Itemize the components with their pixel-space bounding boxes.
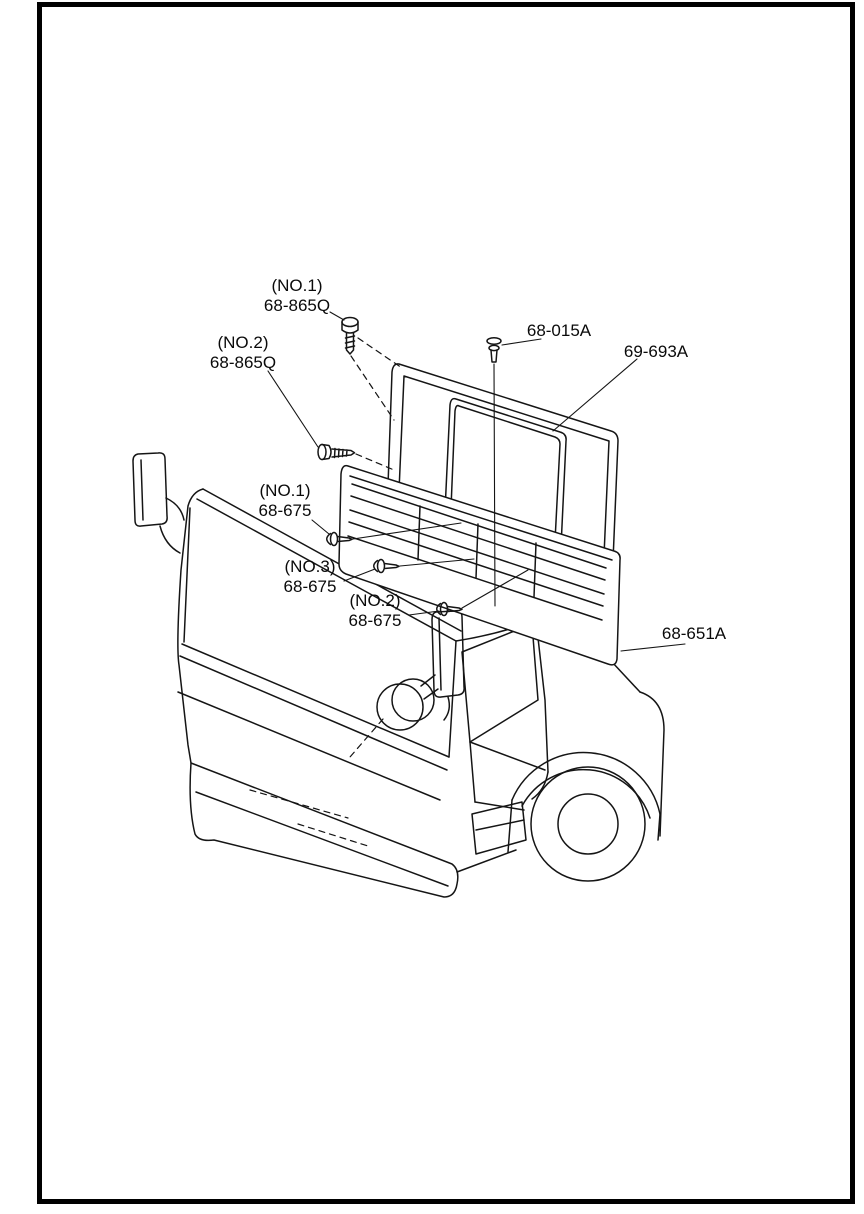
part-note: (NO.1) <box>271 276 323 295</box>
part-number: 68-675 <box>348 611 402 630</box>
leader-68-675-no1 <box>311 519 330 535</box>
insertion-line-68-015A <box>493 363 496 607</box>
part-label-68-675-no2: (NO.2) 68-675 <box>349 591 402 631</box>
part-note: (NO.1) <box>259 481 311 500</box>
left-mirror-drawing <box>132 452 185 554</box>
mount-line-68-675-no1 <box>352 522 462 540</box>
clip-icon <box>486 337 502 363</box>
leader-68-675-no3 <box>343 568 376 582</box>
part-number: 68-865Q <box>209 353 277 372</box>
part-note: (NO.2) <box>217 333 269 352</box>
part-number: 69-693A <box>623 342 689 361</box>
leader-68-015A <box>501 338 542 346</box>
part-label-68-015A: 68-015A <box>527 321 591 341</box>
mount-line-68-675-no3 <box>399 558 475 567</box>
mount-line-68-675-no2 <box>461 569 529 609</box>
part-number: 68-675 <box>283 577 337 596</box>
part-label-68-865Q-no1: (NO.1) 68-865Q <box>264 276 330 316</box>
screw-icon <box>317 443 356 461</box>
part-number: 68-015A <box>526 321 592 340</box>
part-note: (NO.3) <box>284 557 336 576</box>
clip-icon <box>326 531 353 547</box>
mount-line-68-865Q-no2 <box>355 453 395 471</box>
part-label-68-865Q-no2: (NO.2) 68-865Q <box>210 333 276 373</box>
vent-panel-drawing <box>338 464 621 666</box>
part-label-68-675-no3: (NO.3) 68-675 <box>284 557 337 597</box>
leader-68-865Q-no2 <box>267 370 319 448</box>
part-label-69-693A: 69-693A <box>624 342 688 362</box>
part-label-68-675-no1: (NO.1) 68-675 <box>259 481 312 521</box>
leader-68-865Q-no1 <box>329 311 345 321</box>
mount-line-68-865Q-no1b <box>350 355 395 421</box>
part-label-68-651A: 68-651A <box>662 624 726 644</box>
wheel-drawing <box>507 751 661 882</box>
screw-icon <box>341 316 359 355</box>
clip-icon <box>373 558 400 574</box>
leader-69-693A <box>552 358 638 432</box>
leader-lines <box>267 311 686 652</box>
part-note: (NO.2) <box>349 591 401 610</box>
part-number: 68-675 <box>258 501 312 520</box>
clip-icon <box>436 601 463 617</box>
part-number: 68-651A <box>661 624 727 643</box>
spot-mirror-drawing <box>349 674 439 758</box>
bumper-drawing <box>189 762 517 898</box>
mount-line-68-865Q-no1 <box>357 337 403 369</box>
leader-68-675-no2 <box>408 610 440 616</box>
leader-68-651A <box>620 643 686 652</box>
page-border-frame <box>37 2 855 1204</box>
part-number: 68-865Q <box>263 296 331 315</box>
